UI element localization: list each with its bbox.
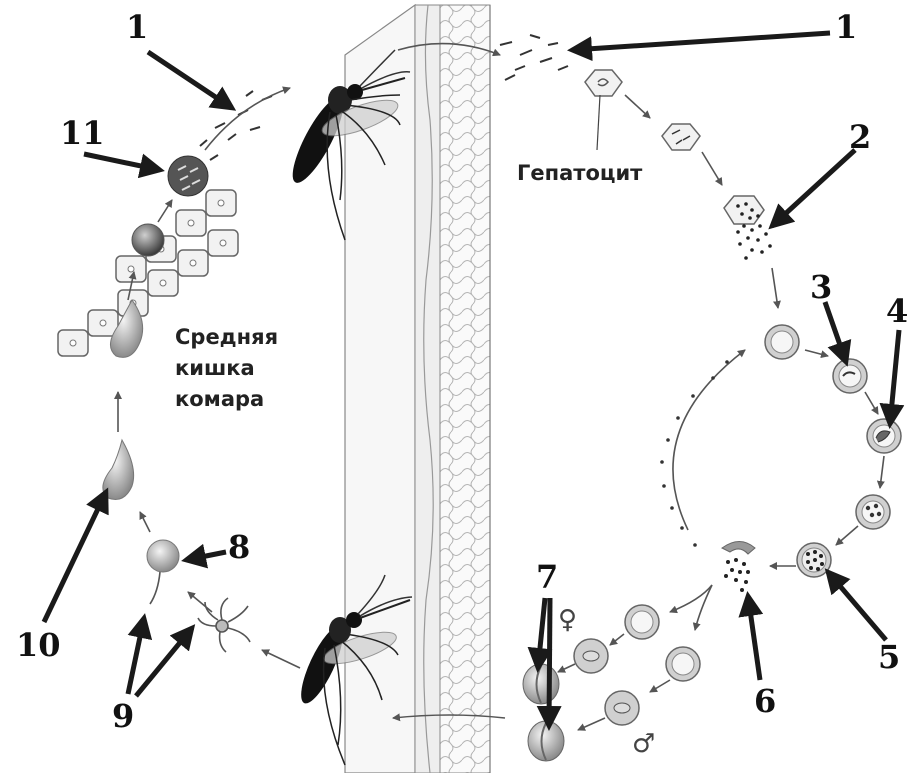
hepatocyte-label: Гепатоцит (517, 161, 643, 185)
callout-8: 8 (228, 528, 250, 566)
male-gametocyte (528, 721, 564, 761)
midgut-label-line2: кишка (175, 356, 255, 380)
callout-4: 4 (886, 292, 908, 330)
ookinete (103, 440, 134, 500)
callout-5: 5 (878, 638, 900, 676)
callout-9: 9 (112, 697, 134, 735)
callout-1-right: 1 (835, 8, 857, 46)
female-gametocyte (523, 664, 559, 704)
callout-7: 7 (536, 558, 558, 596)
male-symbol: ♂ (632, 729, 655, 759)
erythrocytic-cycle (660, 325, 901, 592)
midgut-label-line3: комара (175, 387, 264, 411)
callout-1-left: 1 (126, 8, 148, 46)
liver-stage (585, 70, 778, 308)
merozoite-return-arrow (673, 350, 745, 530)
liver-schizont (724, 196, 764, 224)
sporozoites-right (500, 35, 568, 80)
zygote (147, 540, 179, 572)
hepatocyte-infected (662, 124, 700, 150)
callout-10: 10 (16, 626, 61, 664)
midgut-label-line1: Средняя (175, 325, 278, 349)
hepatocyte-cell (585, 70, 622, 96)
callout-3: 3 (810, 268, 832, 306)
female-symbol: ♀ (558, 605, 577, 635)
callout-11: 11 (60, 114, 105, 152)
ruptured-cell (722, 542, 755, 555)
young-oocyst (132, 224, 164, 256)
callout-6: 6 (754, 682, 776, 720)
mosquito-stage (58, 156, 300, 668)
